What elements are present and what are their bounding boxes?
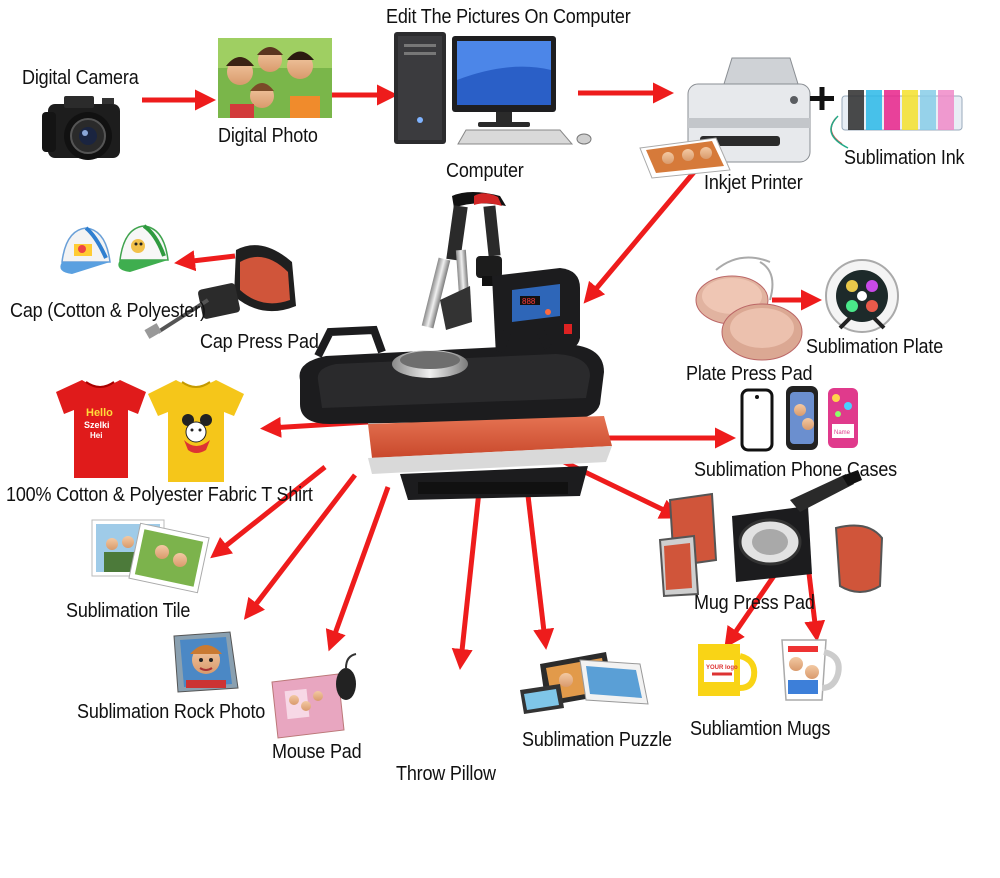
mug-white-image <box>781 639 842 701</box>
label-digital-photo: Digital Photo <box>218 125 318 147</box>
rock-photo-image <box>173 631 239 693</box>
mug-logo-text: YOUR logo <box>706 665 738 671</box>
sublimation-tile-image <box>91 519 210 594</box>
digital-photo-image <box>218 38 332 118</box>
label-mouse-pad: Mouse Pad <box>272 741 362 763</box>
label-phone-cases: Sublimation Phone Cases <box>694 459 897 481</box>
label-t-shirt: 100% Cotton & Polyester Fabric T Shirt <box>6 484 313 506</box>
arrow-press-to-throw-pillow <box>451 481 483 670</box>
arrow-press-to-puzzle <box>522 469 555 650</box>
digital-camera-image <box>42 96 120 160</box>
arrow-mug-pad-to-mug-2 <box>804 564 826 642</box>
label-cap-press-pad: Cap Press Pad <box>200 331 319 353</box>
computer-image <box>394 32 592 145</box>
arrow-mug-pad-to-mug-1 <box>724 568 781 649</box>
plus-icon <box>810 87 834 110</box>
label-puzzle: Sublimation Puzzle <box>522 729 672 751</box>
tshirt-yellow-image <box>148 380 244 482</box>
label-computer: Computer <box>446 160 524 182</box>
heat-press-machine-image: 888 <box>299 192 612 500</box>
cap-blue-image <box>60 226 111 274</box>
label-mug-press-pad: Mug Press Pad <box>694 592 815 614</box>
cap-green-image <box>118 224 169 272</box>
label-throw-pillow: Throw Pillow <box>396 763 496 785</box>
inkjet-printer-image <box>639 57 811 179</box>
tshirt-red-text-2: Szelki <box>84 420 110 430</box>
label-cap: Cap (Cotton & Polyester) <box>10 300 206 322</box>
label-inkjet-printer: Inkjet Printer <box>704 172 803 194</box>
arrow-press-to-tile <box>210 465 327 559</box>
phone-cases-image: Name <box>740 386 858 452</box>
cap-press-pad-image <box>144 245 296 339</box>
label-mugs: Subliamtion Mugs <box>690 718 831 740</box>
phone-case-name-text: Name <box>834 430 851 436</box>
label-sublimation-ink: Sublimation Ink <box>844 147 965 169</box>
label-digital-camera: Digital Camera <box>22 67 139 89</box>
mouse-pad-image <box>271 653 357 739</box>
sublimation-plate-image <box>825 259 899 333</box>
mug-yellow-image: YOUR logo <box>698 644 758 696</box>
mug-press-pad-image <box>658 470 884 598</box>
label-edit-pictures: Edit The Pictures On Computer <box>386 6 631 28</box>
arrow-cap-pad-to-cap <box>174 250 236 272</box>
arrow-press-to-mouse-pad <box>325 486 391 652</box>
arrow-press-to-rock-photo <box>243 473 357 620</box>
label-sublimation-plate: Sublimation Plate <box>806 336 944 358</box>
puzzle-image <box>520 652 649 714</box>
sublimation-ink-image <box>830 90 963 149</box>
plate-press-pad-image <box>695 256 803 361</box>
arrows <box>142 82 826 670</box>
tshirt-red-image: Hello Szelki Hei <box>56 380 146 478</box>
label-plate-press-pad: Plate Press Pad <box>686 363 813 385</box>
label-rock-photo: Sublimation Rock Photo <box>77 701 266 723</box>
tshirt-red-text-3: Hei <box>90 431 102 440</box>
svg-text:888: 888 <box>522 297 536 306</box>
arrow-printer-to-press <box>583 163 702 304</box>
label-tile: Sublimation Tile <box>66 600 191 622</box>
tshirt-red-text-1: Hello <box>86 407 113 419</box>
